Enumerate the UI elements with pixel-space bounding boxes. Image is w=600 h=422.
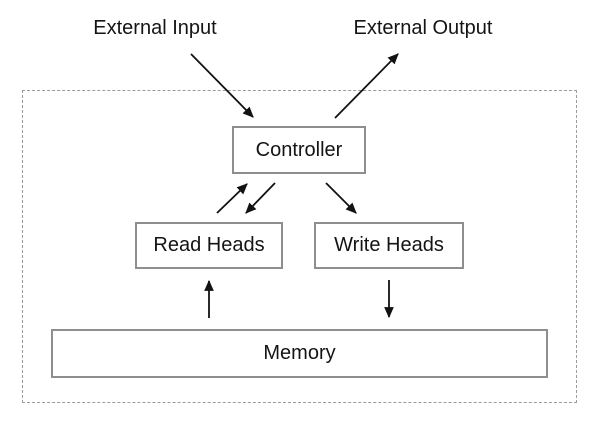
memory-node-label: Memory	[263, 342, 336, 364]
system-boundary-dashed-box	[22, 90, 577, 403]
write-heads-node: Write Heads	[314, 222, 464, 269]
read-heads-node-label: Read Heads	[153, 234, 265, 256]
external-input-label: External Input	[93, 17, 217, 39]
controller-node: Controller	[232, 126, 366, 174]
controller-node-label: Controller	[255, 138, 343, 161]
write-heads-node-label: Write Heads	[334, 234, 444, 256]
read-heads-node: Read Heads	[135, 222, 283, 269]
external-output-label: External Output	[353, 17, 493, 39]
memory-node: Memory	[51, 329, 548, 378]
